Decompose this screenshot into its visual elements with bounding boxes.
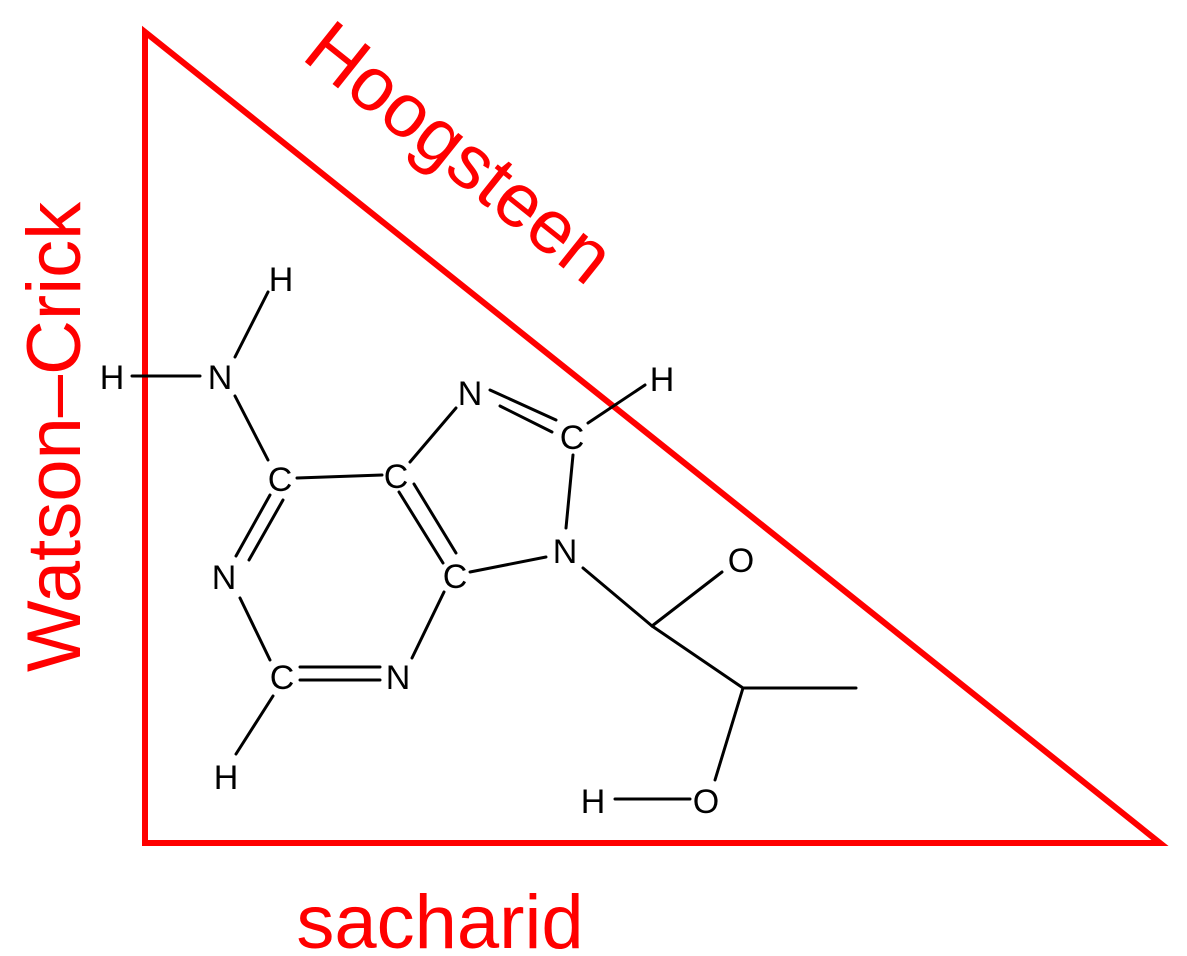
atom-n1: N bbox=[212, 559, 237, 597]
atom-h-amino-left: H bbox=[100, 359, 125, 397]
bond-n1-c6-a bbox=[234, 493, 272, 558]
atom-c4: C bbox=[443, 558, 468, 596]
atom-n9: N bbox=[553, 533, 578, 571]
bond-n1-c6-b bbox=[247, 498, 285, 562]
molecule-bonds bbox=[130, 290, 858, 801]
bond-nh-top bbox=[233, 290, 270, 359]
bond-chain-o bbox=[713, 686, 745, 782]
bond-sugar-o bbox=[650, 570, 724, 628]
edge-triangle bbox=[142, 25, 1169, 846]
bond-c5-c4-a bbox=[397, 490, 445, 565]
bond-n7-c8-a bbox=[488, 388, 558, 422]
atom-c8: C bbox=[560, 419, 585, 457]
bond-c5-c4-b bbox=[412, 482, 458, 555]
molecule-atoms: H H N C C N C H N C N C N H O O H bbox=[100, 261, 755, 821]
atom-c6: C bbox=[268, 461, 293, 499]
watson-crick-edge-label: Watson–Crick bbox=[12, 201, 97, 672]
bond-n9-sugar bbox=[581, 566, 654, 628]
bond-n7-c8-b bbox=[498, 404, 554, 434]
atom-o-ring: O bbox=[728, 542, 754, 580]
atom-n3: N bbox=[386, 659, 411, 697]
sugar-edge-label: sacharid bbox=[296, 880, 583, 956]
bond-c2-n1 bbox=[238, 596, 272, 662]
bond-c8-h bbox=[586, 383, 647, 425]
bond-n-c6 bbox=[233, 394, 270, 462]
atom-h-amino-top: H bbox=[269, 261, 294, 299]
atom-c2: C bbox=[270, 659, 295, 697]
atom-h2: H bbox=[214, 759, 239, 797]
bond-c8-n9 bbox=[564, 453, 575, 530]
bond-c5-n7 bbox=[408, 406, 458, 464]
bond-c2-h bbox=[234, 694, 275, 756]
hoogsteen-edge-label: Hoogsteen bbox=[289, 5, 629, 301]
bond-sugar-chain bbox=[650, 624, 745, 690]
bond-c4-n3 bbox=[410, 590, 446, 660]
atom-o-hydroxyl: O bbox=[693, 783, 719, 821]
bond-c6-c5 bbox=[295, 473, 384, 480]
bond-n9-c4 bbox=[468, 555, 548, 574]
atom-h8: H bbox=[650, 361, 675, 399]
atom-n-amino: N bbox=[208, 359, 233, 397]
atom-h-hydroxyl: H bbox=[581, 783, 606, 821]
atom-c5: C bbox=[384, 458, 409, 496]
atom-n7: N bbox=[458, 375, 483, 413]
